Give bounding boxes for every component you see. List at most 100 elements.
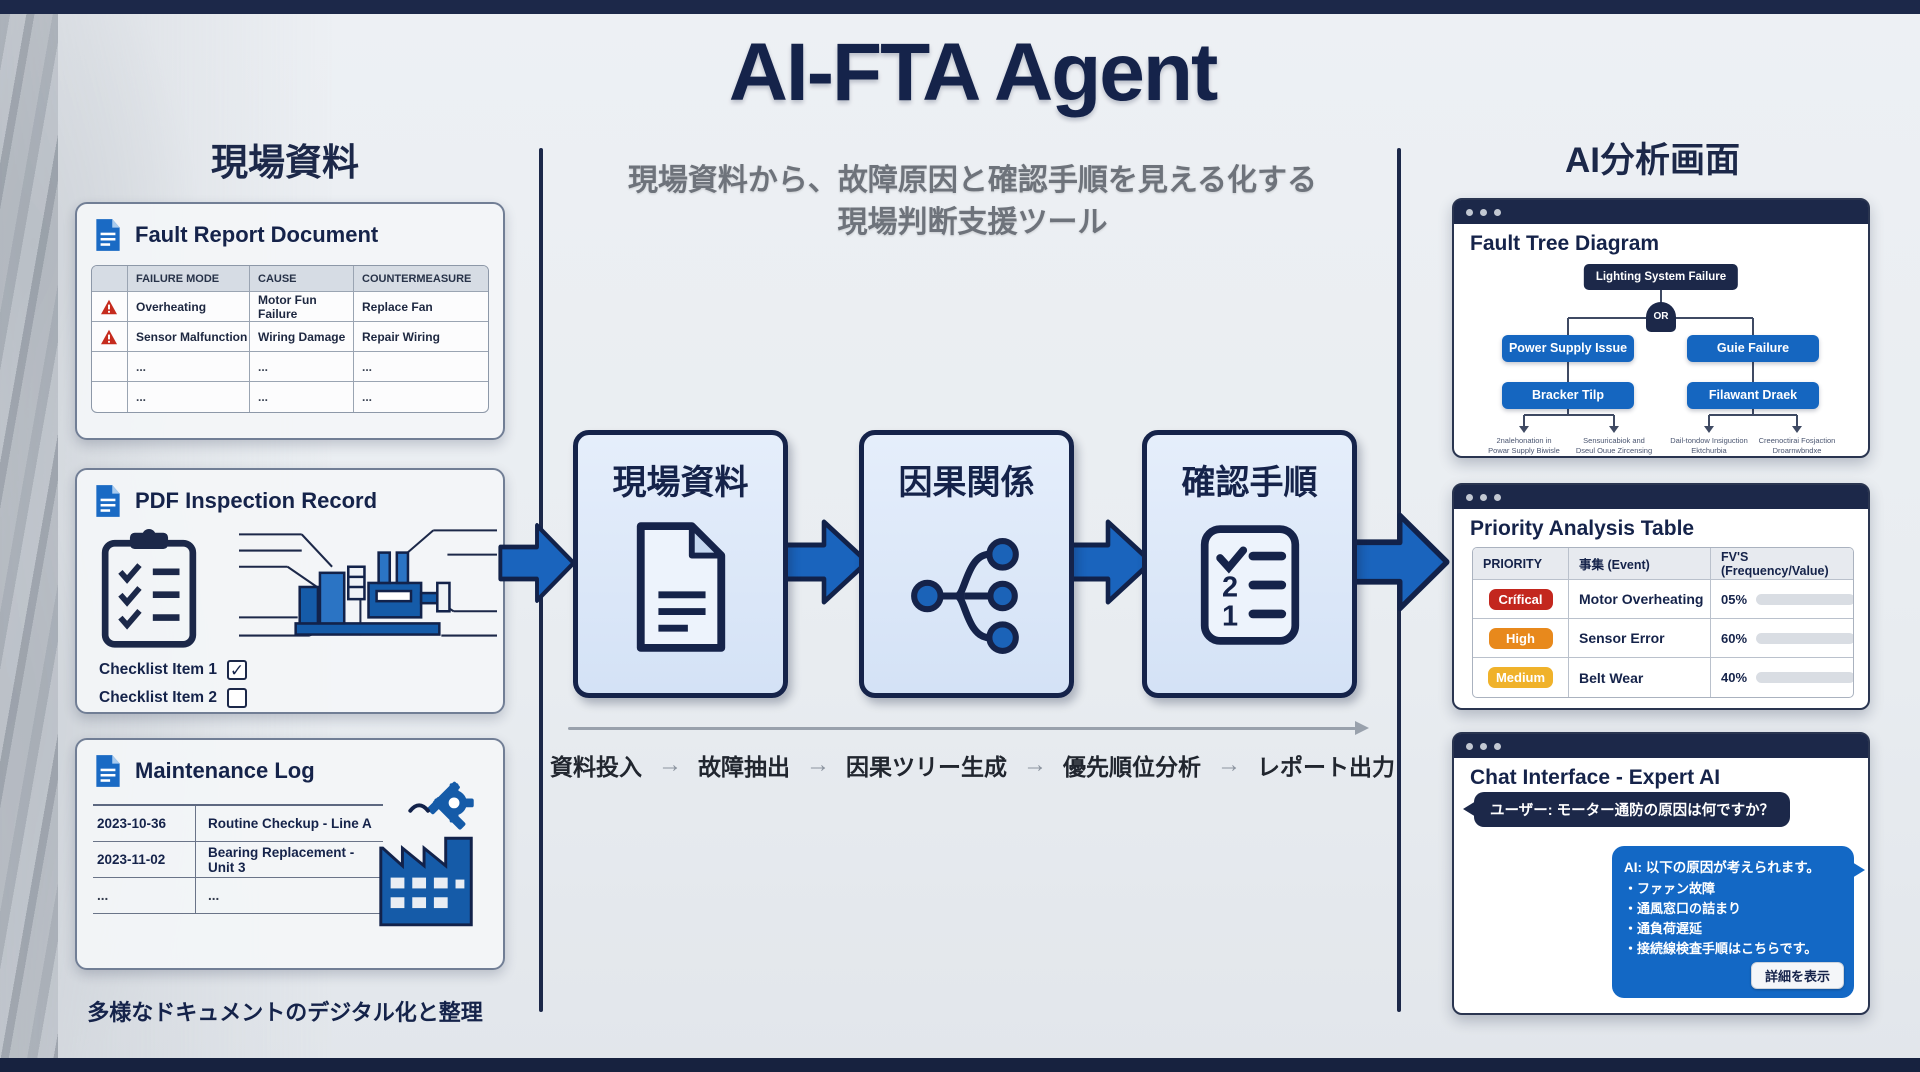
branch-fork-icon (910, 538, 1019, 654)
fv-cell: 40% (1711, 658, 1853, 697)
process-step: 故障抽出 (698, 754, 790, 780)
table-row (92, 322, 128, 352)
window-dot-icon (1466, 493, 1473, 501)
event-cell: Sensor Error (1569, 619, 1711, 658)
fault-col-mode: FAILURE MODE (128, 266, 250, 292)
fv-col: FV'S (Frequency/Value) (1711, 548, 1853, 580)
priority-badge-medium: Medium (1487, 667, 1554, 688)
fv-cell: 60% (1711, 619, 1853, 658)
tree-node: Power Supply Issue (1502, 335, 1634, 362)
event-cell: Motor Overheating (1569, 580, 1711, 619)
checklist-item: Checklist Item 2 (99, 688, 248, 708)
window-dot-icon (1480, 493, 1487, 501)
right-column-header: AI分析画面 (1564, 141, 1740, 180)
checklist-item-label: Checklist Item 2 (99, 689, 218, 706)
cell-countermeasure: Repair Wiring (354, 322, 488, 352)
cell-cause: ... (250, 382, 354, 412)
svg-text:2: 2 (1222, 572, 1238, 604)
tree-node-root: Lighting System Failure (1583, 264, 1739, 290)
cell-failure-mode: ... (128, 382, 250, 412)
flow-arrow-icon (1350, 512, 1450, 612)
window-dot-icon (1494, 208, 1501, 216)
window-title: Fault Tree Diagram (1470, 232, 1660, 255)
flow-arrow-icon (1062, 519, 1154, 605)
cell-cause: Wiring Damage (250, 322, 354, 352)
priority-badge-critical: Crífical (1488, 588, 1553, 610)
window-titlebar (1454, 734, 1868, 758)
document-icon (96, 755, 120, 787)
window-dot-icon (1494, 742, 1501, 750)
table-row (92, 292, 128, 322)
window-titlebar (1454, 485, 1868, 509)
window-dot-icon (1494, 493, 1501, 501)
fv-cell: 05% (1711, 580, 1853, 619)
document-outline-icon (636, 522, 725, 652)
window-dot-icon (1466, 208, 1473, 216)
log-date: 2023-11-02 (93, 842, 195, 878)
window-title: Chat Interface - Expert AI (1470, 766, 1721, 789)
pdf-inspection-title: PDF Inspection Record (135, 488, 378, 513)
table-row: Crífical (1473, 580, 1569, 619)
cell-failure-mode: Sensor Malfunction (128, 322, 250, 352)
process-arrow-line (568, 721, 1369, 735)
priority-table: PRIORITY 事集 (Event) FV'S (Frequency/Valu… (1472, 547, 1854, 698)
cell-failure-mode: ... (128, 352, 250, 382)
log-date: 2023-10-36 (93, 806, 195, 842)
cell-failure-mode: Overheating (128, 292, 250, 322)
window-dot-icon (1466, 742, 1473, 750)
pdf-inspection-card: PDF Inspection Record (75, 468, 517, 728)
step-arrow-icon: → (658, 751, 682, 778)
fault-report-table: FAILURE MODE CAUSE COUNTERMEASURE Overhe… (91, 265, 489, 413)
cell-countermeasure: ... (362, 390, 373, 404)
bottom-frame-bar (0, 1058, 1920, 1072)
divider-line (93, 804, 383, 806)
warning-icon (101, 329, 117, 344)
window-dot-icon (1480, 742, 1487, 750)
tree-node: Filawant Draek (1687, 382, 1819, 409)
flow-arrow-icon (498, 523, 576, 603)
or-gate: OR (1646, 302, 1676, 332)
priority-badge-high: High (1488, 627, 1553, 649)
window-dot-icon (1480, 208, 1487, 216)
log-desc: Bearing Replacement - Unit 3 (195, 842, 383, 878)
cell-countermeasure: ... (354, 352, 488, 382)
checklist-item-label: Checklist Item 1 (99, 661, 218, 678)
ordered-checklist-icon: 2 1 (1200, 525, 1299, 645)
fault-tree-window: Fault Tree Diagram Lighting System Failu… (1452, 198, 1870, 458)
maintenance-log-table: 2023-10-36 Routine Checkup - Line A 2023… (93, 806, 383, 914)
event-cell: Belt Wear (1569, 658, 1711, 697)
priority-analysis-window: Priority Analysis Table PRIORITY 事集 (Eve… (1452, 483, 1870, 710)
process-step: レポート出力 (1257, 754, 1395, 780)
top-frame-bar (0, 0, 1920, 14)
ai-bullet: ・通風窓口の詰まり (1624, 901, 1742, 916)
flow-arrow-icon (778, 519, 870, 605)
ai-bullet: ・通負荷遅延 (1624, 921, 1703, 936)
factory-gear-icon (379, 781, 474, 927)
page-title: AI-FTA Agent (728, 27, 1219, 118)
fault-report-title: Fault Report Document (135, 222, 379, 247)
checkbox-unchecked[interactable] (227, 688, 248, 708)
table-row (92, 382, 128, 412)
ai-bullet: ・接続線検査手順はこちらです。 (1624, 941, 1818, 956)
flow-box-label: 因果関係 (898, 464, 1035, 502)
cell-cause: Motor Fun Failure (250, 292, 354, 322)
step-arrow-icon: → (806, 751, 830, 778)
clipboard-checklist-icon (101, 528, 197, 648)
fault-report-card: Fault Report Document FAILURE MODE CAUSE… (75, 202, 517, 454)
flow-box-field-documents: 現場資料 (573, 430, 788, 698)
fault-tree-diagram: Lighting System Failure OR Power Supply … (1454, 200, 1868, 456)
maintenance-log-title: Maintenance Log (135, 758, 315, 783)
checklist-item: Checklist Item 1 ✓ (99, 660, 248, 680)
window-titlebar (1454, 200, 1868, 224)
technical-drawing-icon (239, 529, 497, 637)
document-icon (96, 219, 120, 251)
subtitle-line-2: 現場判断支援ツール (837, 206, 1108, 239)
fault-col-icon (92, 266, 128, 292)
checkbox-checked[interactable]: ✓ (227, 660, 248, 680)
flow-box-check-procedure: 確認手順 2 1 (1142, 430, 1357, 698)
show-details-button[interactable]: 詳細を表示 (1750, 962, 1844, 989)
